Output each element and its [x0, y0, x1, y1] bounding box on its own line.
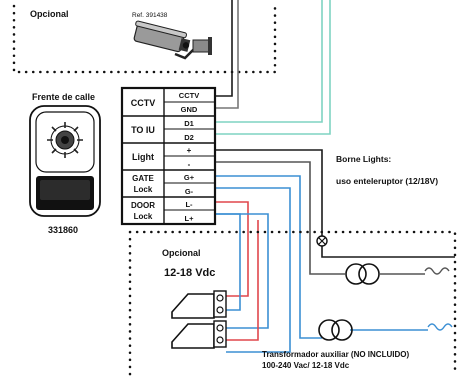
pin-gnd: GND	[181, 105, 198, 114]
terminal-block: CCTV CCTV GND TO IU D1 D2 Light + - GATE…	[120, 86, 217, 226]
pin-plus: +	[187, 146, 192, 155]
group-gate-label: GATE	[132, 174, 154, 183]
bottom-box-title: Opcional	[162, 248, 201, 258]
door-lock-device	[171, 320, 227, 349]
door-panel-model: 331860	[48, 225, 78, 235]
group-light-label: Light	[132, 152, 154, 162]
camera-lens-icon	[47, 122, 83, 158]
group-gate-lock-label: Lock	[134, 185, 153, 194]
door-panel-title: Frente de calle	[32, 92, 95, 102]
camera-ref: Ref. 391438	[132, 12, 168, 19]
group-door-lock-label: Lock	[134, 212, 153, 221]
pin-l-minus: L-	[185, 200, 193, 209]
pin-d2: D2	[184, 133, 194, 142]
top-box-title: Opcional	[30, 9, 69, 19]
group-cctv-label: CCTV	[131, 98, 156, 108]
light-transformer-icon	[345, 263, 380, 285]
camera-icon	[133, 20, 212, 60]
gate-lock-device	[171, 290, 227, 319]
lamp-icon	[316, 235, 328, 247]
transformer-label-line1: Transformador auxiliar (NO INCLUIDO)	[262, 350, 409, 359]
transformer-label-line2: 100-240 Vac/ 12-18 Vdc	[262, 361, 350, 370]
pin-l-plus: L+	[185, 214, 195, 223]
top-optional-box: Opcional Ref. 391438	[12, 4, 277, 74]
group-door-label: DOOR	[131, 201, 155, 210]
bottom-optional-box: Opcional 12-18 Vdc Transformador auxilia…	[128, 230, 457, 377]
group-toiu-label: TO IU	[131, 125, 155, 135]
pin-cctv: CCTV	[179, 91, 199, 100]
pin-d1: D1	[184, 119, 194, 128]
voltage-label: 12-18 Vdc	[164, 267, 215, 279]
pin-minus: -	[188, 160, 191, 169]
wires	[215, 0, 455, 353]
power-transformer-icon	[318, 319, 353, 341]
pin-g-minus: G-	[185, 187, 194, 196]
borne-note-line1: Borne Lights:	[336, 154, 391, 164]
borne-lights-note: Borne Lights: uso enteleruptor (12/18V)	[336, 154, 438, 186]
pin-g-plus: G+	[184, 173, 195, 182]
borne-note-line2: uso enteleruptor (12/18V)	[336, 176, 438, 186]
door-panel: Frente de calle 331860	[29, 92, 101, 235]
